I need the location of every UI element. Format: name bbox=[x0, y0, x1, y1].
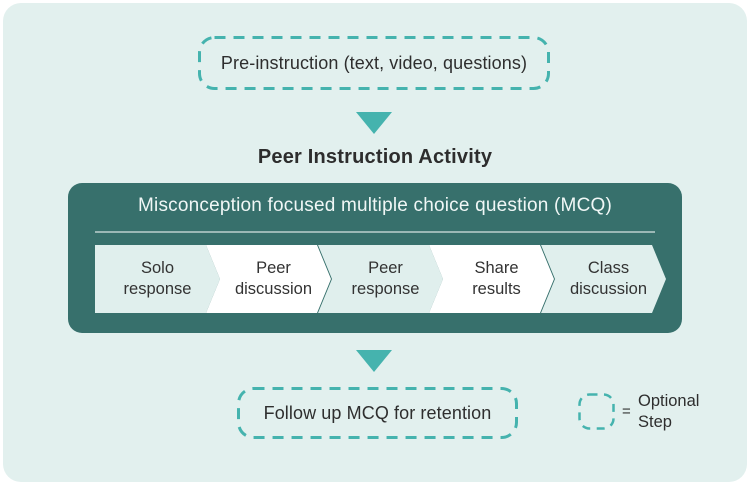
optional-step-icon bbox=[578, 393, 615, 430]
step-solo-response: Solo response bbox=[95, 245, 220, 313]
page-title: Peer Instruction Activity bbox=[257, 146, 493, 168]
pre-instruction-box: Pre-instruction (text, video, questions) bbox=[198, 36, 550, 90]
step-peer-response: Peer response bbox=[318, 245, 443, 313]
peer-instruction-activity-box: Misconception focused multiple choice qu… bbox=[68, 183, 682, 333]
process-chevron-strip: Solo response Peer discussion Peer respo… bbox=[95, 245, 666, 313]
dashed-border bbox=[198, 36, 550, 90]
separator-line bbox=[95, 231, 655, 233]
legend-label: Optional Step bbox=[638, 392, 700, 431]
equals-sign: = bbox=[622, 403, 631, 420]
activity-heading: Misconception focused multiple choice qu… bbox=[138, 195, 612, 216]
step-share-results: Share results bbox=[429, 245, 554, 313]
follow-up-box: Follow up MCQ for retention bbox=[237, 387, 518, 439]
dashed-border bbox=[237, 387, 518, 439]
pre-instruction-label: Pre-instruction (text, video, questions) bbox=[220, 52, 528, 73]
legend: = Optional Step bbox=[578, 390, 728, 435]
down-arrow-icon bbox=[356, 112, 392, 134]
step-class-discussion: Class discussion bbox=[541, 245, 666, 313]
down-arrow-icon bbox=[356, 350, 392, 372]
step-peer-discussion: Peer discussion bbox=[206, 245, 331, 313]
follow-up-label: Follow up MCQ for retention bbox=[263, 402, 492, 423]
